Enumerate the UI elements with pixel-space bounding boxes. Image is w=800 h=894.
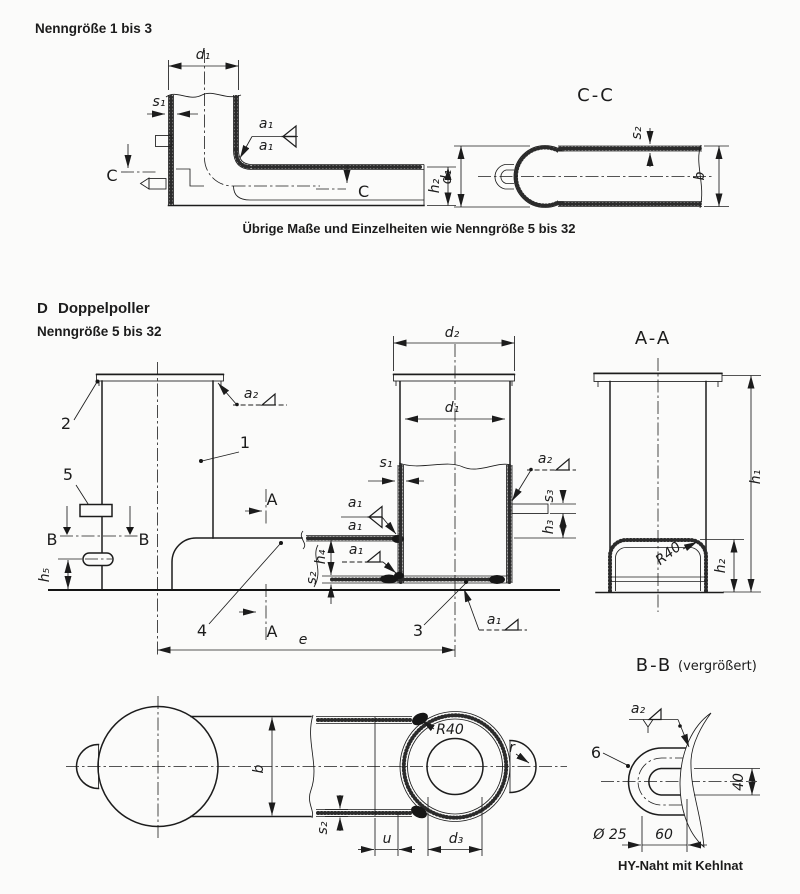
dim-label-b: b (692, 171, 708, 180)
dim-label-d1: d₁ (439, 170, 455, 185)
dim-label-60: 60 (655, 827, 673, 843)
section-view-aa: A-A R40 h₂ h₁ (593, 328, 764, 612)
section-title-bb-suffix: (vergrößert) (678, 659, 757, 674)
fillet-weld-icon (281, 124, 297, 138)
section-title-bb: B-B (636, 655, 673, 676)
weld-label-a2: a₂ (538, 451, 553, 467)
arrow-pin (139, 177, 150, 190)
weld-label-a1: a₁ (348, 518, 362, 534)
dim-label-s2: s₂ (629, 126, 645, 139)
weld-label-a2: a₂ (631, 701, 646, 717)
fillet-weld-icon (365, 550, 381, 563)
dim-label-r40: R40 (436, 722, 464, 738)
dim-label-h1: h₁ (748, 470, 764, 485)
fillet-weld-icon (554, 457, 570, 471)
fillet-weld-icon (367, 516, 383, 529)
part-label-2: 2 (61, 414, 71, 433)
heading-series-name: Doppelpoller (58, 300, 150, 317)
weld-label-a1: a₁ (348, 495, 362, 511)
part-label-4: 4 (197, 621, 207, 640)
plan-view: R40 r b s₂ u d₃ (66, 696, 567, 856)
dim-label-d3: d₃ (449, 831, 464, 847)
section-letter-b-left: B (47, 530, 58, 549)
section-view-cc: C-C d₁ s₂ b (439, 85, 729, 209)
arm-outline (171, 537, 303, 591)
dim-label-d1: d₁ (196, 47, 211, 63)
section-letter-a-bottom: A (267, 622, 278, 641)
break-line (309, 714, 315, 819)
heading-series-range: Nenngröße 5 bis 32 (37, 324, 162, 339)
caption-bb-note: HY-Naht mit Kehlnat (618, 858, 744, 873)
dim-label-s2: s₂ (304, 571, 320, 584)
dim-label-h4: h₄ (313, 549, 329, 564)
fillet-weld-icon (647, 707, 662, 721)
fillet-weld-icon (503, 618, 519, 631)
dim-label-s1: s₁ (153, 94, 166, 110)
part-label-5: 5 (63, 465, 73, 484)
part-label-3: 3 (413, 621, 423, 640)
dim-label-s3: s₃ (541, 489, 557, 502)
dim-label-h2: h₂ (713, 558, 729, 573)
section-letter-c-right: C (358, 182, 369, 201)
wall-section (680, 713, 711, 847)
section-letter-a-top: A (267, 490, 278, 509)
side-plate (79, 503, 113, 518)
section-view-bb: B-B (vergrößert) a₂ 6 40 Ø 25 60 HY-Naht… (591, 655, 760, 873)
dim-label-s1: s₁ (380, 455, 393, 471)
section-title-cc: C-C (577, 85, 615, 106)
break-line (165, 92, 242, 98)
dim-label-r: r (509, 740, 516, 756)
right-handle-bump (509, 739, 537, 794)
dim-label-d1: d₁ (445, 400, 460, 416)
break-line (698, 144, 703, 209)
heading-small-series: Nenngröße 1 bis 3 (35, 21, 153, 36)
weld-label-a2: a₂ (244, 386, 259, 402)
dim-label-b: b (251, 764, 267, 773)
stub-pin (511, 503, 549, 514)
dim-label-e: e (299, 632, 308, 648)
heading-series-letter: D (37, 300, 48, 317)
hy-weld-icon (642, 719, 654, 733)
weld-label-a1: a₁ (349, 542, 363, 558)
stub-pin (155, 135, 173, 147)
dim-label-40: 40 (731, 773, 747, 791)
fillet-weld-icon (260, 392, 276, 406)
ring-hole (426, 737, 484, 796)
section-title-aa: A-A (635, 328, 671, 349)
section-letter-c-left: C (106, 166, 117, 185)
view-nenngroesse-1-3: d₁ s₁ C C a₁ a₁ h₂ (106, 47, 456, 207)
dim-label-r40: R40 (653, 539, 685, 569)
weld-label-a1: a₁ (259, 116, 273, 132)
break-line (398, 462, 512, 470)
weld-label-a1: a₁ (259, 138, 273, 154)
dim-label-dia25: Ø 25 (592, 827, 626, 843)
dim-label-h2: h₂ (427, 178, 443, 193)
dim-label-d2: d₂ (445, 325, 460, 341)
fillet-weld-icon (281, 135, 297, 149)
weld-label-a1: a₁ (487, 612, 501, 628)
section-letter-b-right: B (139, 530, 150, 549)
dim-label-s2: s₂ (315, 821, 331, 834)
caption-cc-note: Übrige Maße und Einzelheiten wie Nenngrö… (242, 221, 575, 236)
dim-label-h3: h₃ (541, 519, 557, 534)
main-elevation: 2 a₂ 1 5 B B h₅ (37, 325, 576, 657)
part-label-1: 1 (240, 433, 250, 452)
dim-label-u: u (383, 831, 392, 847)
part-label-6: 6 (591, 743, 601, 762)
fillet-weld-icon (367, 505, 383, 518)
dim-label-h5: h₅ (37, 567, 53, 582)
break-line (300, 530, 306, 550)
break-line (313, 544, 319, 588)
